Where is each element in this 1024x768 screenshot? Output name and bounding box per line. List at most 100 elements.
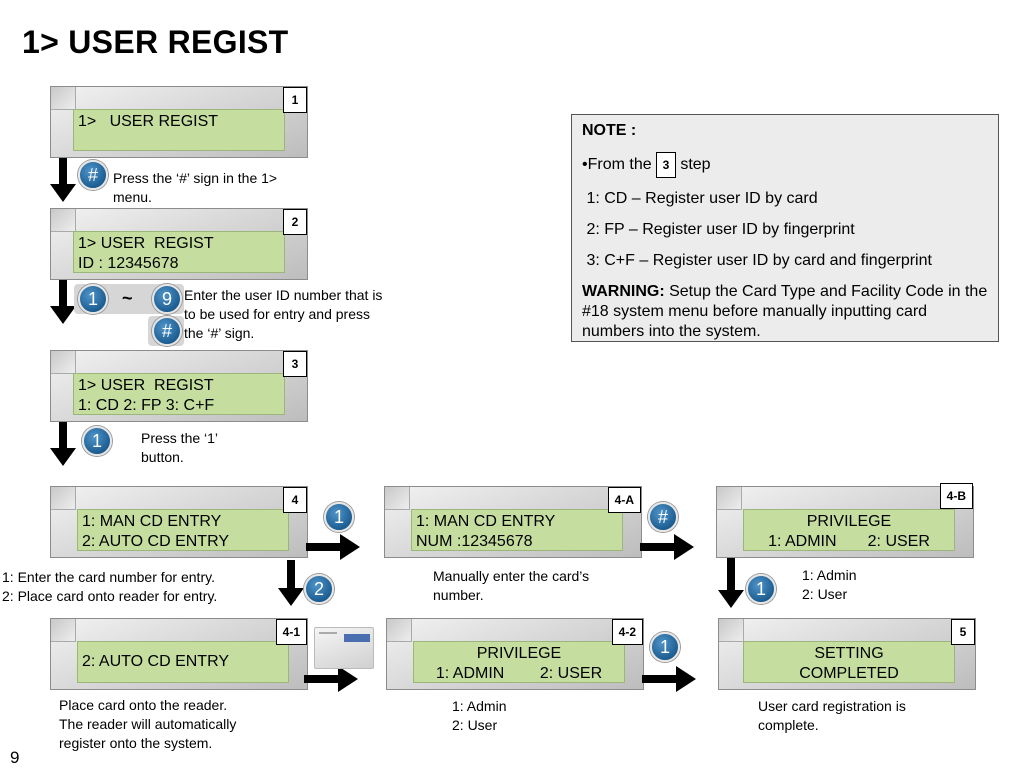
right-arrow-icon <box>640 534 694 560</box>
instruction-line: Manually enter the card’s <box>433 568 590 584</box>
hash-key-button[interactable]: # <box>648 502 678 532</box>
step-tag: 4-2 <box>611 619 643 645</box>
lcd-screen: 1> USER REGIST ID : 12345678 <box>73 231 285 273</box>
lcd-panel-5: SETTING COMPLETED 5 <box>718 618 976 690</box>
lcd-line: 1> USER REGIST <box>78 377 214 394</box>
instruction-line: Place card onto the reader. <box>59 697 228 713</box>
instruction-line: the ‘#’ sign. <box>184 325 255 341</box>
down-arrow-icon <box>50 422 76 466</box>
hash-key-button[interactable]: # <box>152 316 182 346</box>
instruction-line: 1: Admin <box>452 698 507 714</box>
down-arrow-icon <box>50 280 76 324</box>
lcd-line: 1: MAN CD ENTRY <box>416 513 556 530</box>
lcd-line: 2: AUTO CD ENTRY <box>82 533 229 550</box>
lcd-line: COMPLETED <box>799 665 899 682</box>
range-tilde: ~ <box>122 288 133 308</box>
card-text-line <box>319 632 337 634</box>
instruction-line: register onto the system. <box>59 735 213 751</box>
instruction-step-4b: 1: Admin 2: User <box>802 566 856 604</box>
lcd-line: ID : 12345678 <box>78 255 179 272</box>
right-arrow-icon <box>306 534 360 560</box>
down-arrow-icon <box>278 560 304 606</box>
instruction-step-5: User card registration is complete. <box>758 697 906 735</box>
instruction-line: to be used for entry and press <box>184 306 370 322</box>
lcd-screen: PRIVILEGE 1: ADMIN 2: USER <box>413 641 625 683</box>
instruction-step-4: 1: Enter the card number for entry. 2: P… <box>2 568 217 606</box>
lcd-panel-3: 1> USER REGIST 1: CD 2: FP 3: C+F 3 <box>50 350 308 422</box>
instruction-step-3: Press the ‘1’ button. <box>141 429 218 467</box>
instruction-step-4a: Manually enter the card’s number. <box>433 567 589 605</box>
instruction-line: 2: Place card onto reader for entry. <box>2 588 218 604</box>
instruction-line: Press the ‘#’ sign in the 1> <box>113 170 278 186</box>
lcd-screen: 1: MAN CD ENTRY NUM :12345678 <box>411 509 623 551</box>
lcd-screen: 1> USER REGIST 1: CD 2: FP 3: C+F <box>73 373 285 415</box>
lcd-line: 1: CD 2: FP 3: C+F <box>78 397 215 414</box>
lcd-panel-2: 1> USER REGIST ID : 12345678 2 <box>50 208 308 280</box>
step-tag: 3 <box>283 351 307 377</box>
page-number: 9 <box>10 748 20 767</box>
lcd-screen: 1> USER REGIST <box>73 109 285 151</box>
digit-1-key-button[interactable]: 1 <box>82 426 112 456</box>
lcd-panel-4b: PRIVILEGE 1: ADMIN 2: USER 4-B <box>716 483 974 558</box>
lcd-panel-4: 1: MAN CD ENTRY 2: AUTO CD ENTRY 4 <box>50 486 308 558</box>
lcd-line: PRIVILEGE <box>476 645 562 662</box>
right-arrow-icon <box>304 666 358 692</box>
lcd-line: PRIVILEGE <box>806 513 892 530</box>
note-warning: WARNING: Setup the Card Type and Facilit… <box>582 282 988 342</box>
lcd-line: 1: ADMIN 2: USER <box>768 533 930 550</box>
down-arrow-icon <box>50 158 76 202</box>
access-card-image <box>314 627 374 669</box>
card-stripe <box>344 634 370 642</box>
lcd-panel-4-2: PRIVILEGE 1: ADMIN 2: USER 4-2 <box>386 618 644 690</box>
lcd-line: 2: AUTO CD ENTRY <box>82 653 229 670</box>
digit-1-key-button[interactable]: 1 <box>650 632 680 662</box>
page-title: 1> USER REGIST <box>22 24 289 60</box>
step-tag: 1 <box>283 87 307 113</box>
instruction-step-1: Press the ‘#’ sign in the 1> menu. <box>113 169 277 207</box>
lcd-panel-4a: 1: MAN CD ENTRY NUM :12345678 4-A <box>384 486 642 558</box>
note-option: 1: CD – Register user ID by card <box>582 190 818 207</box>
lcd-panel-4-1: 2: AUTO CD ENTRY 4-1 <box>50 618 308 690</box>
instruction-line: menu. <box>113 189 152 205</box>
instruction-line: The reader will automatically <box>59 716 237 732</box>
step-tag: 2 <box>283 209 307 235</box>
lcd-screen: 2: AUTO CD ENTRY <box>77 641 289 683</box>
instruction-line: button. <box>141 449 184 465</box>
instruction-line: 1: Admin <box>802 567 857 583</box>
instruction-step-4-1: Place card onto the reader. The reader w… <box>59 696 236 753</box>
lcd-line: SETTING <box>814 645 884 662</box>
right-arrow-icon <box>642 666 696 692</box>
lcd-panel-1: 1> USER REGIST 1 <box>50 86 308 158</box>
note-from-suffix: step <box>680 156 711 174</box>
note-option: 2: FP – Register user ID by fingerprint <box>582 221 855 238</box>
down-arrow-icon <box>718 558 744 608</box>
lcd-line: 1: MAN CD ENTRY <box>82 513 222 530</box>
digit-9-key-button[interactable]: 9 <box>152 284 182 314</box>
lcd-line: NUM :12345678 <box>416 533 533 550</box>
hash-key-button[interactable]: # <box>78 160 108 190</box>
lcd-screen: PRIVILEGE 1: ADMIN 2: USER <box>743 509 955 551</box>
instruction-line: 2: User <box>802 586 848 602</box>
instruction-line: User card registration is <box>758 698 906 714</box>
lcd-screen: SETTING COMPLETED <box>743 641 955 683</box>
note-from-prefix: •From the <box>582 156 652 174</box>
digit-1-key-button[interactable]: 1 <box>746 574 776 604</box>
instruction-line: Enter the user ID number that is <box>184 287 383 303</box>
step-tag: 5 <box>951 619 975 645</box>
instruction-line: 1: Enter the card number for entry. <box>2 569 215 585</box>
lcd-line: 1> USER REGIST <box>78 113 219 130</box>
digit-2-key-button[interactable]: 2 <box>304 574 334 604</box>
instruction-step-2: Enter the user ID number that is to be u… <box>184 286 382 343</box>
digit-1-key-button[interactable]: 1 <box>78 284 108 314</box>
instruction-step-4-2: 1: Admin 2: User <box>452 697 506 735</box>
note-step-tag: 3 <box>655 152 677 178</box>
lcd-line: 1> USER REGIST <box>78 235 214 252</box>
instruction-line: complete. <box>758 717 819 733</box>
instruction-line: 2: User <box>452 717 498 733</box>
digit-1-key-button[interactable]: 1 <box>324 502 354 532</box>
note-option: 3: C+F – Register user ID by card and fi… <box>582 252 932 269</box>
warning-text: Setup the Card Type and Facility Code in… <box>582 283 992 340</box>
step-tag: 4-B <box>939 483 973 509</box>
